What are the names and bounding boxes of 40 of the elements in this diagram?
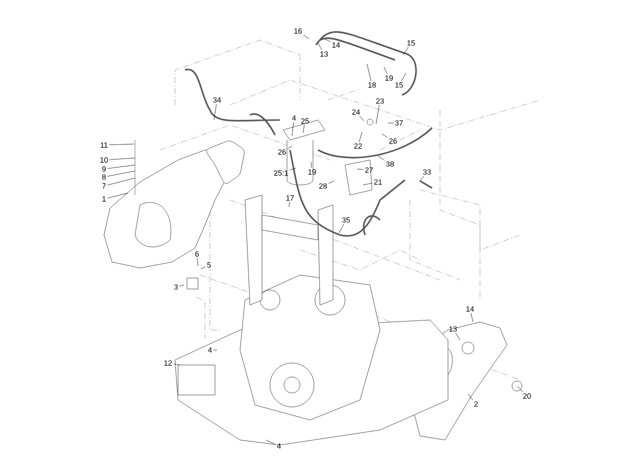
leader-line — [378, 156, 385, 160]
leader-line — [356, 168, 364, 170]
leader-line — [288, 202, 290, 208]
leader-line — [107, 164, 136, 169]
leader-line — [290, 168, 296, 170]
leader-line — [358, 132, 362, 142]
leader-line — [292, 122, 294, 136]
leader-line — [402, 46, 409, 56]
leader-line — [179, 284, 184, 286]
leader-line — [109, 144, 134, 146]
leader-line — [302, 124, 305, 134]
leader-line — [401, 72, 406, 82]
leader-line — [382, 134, 388, 138]
leader-line — [388, 122, 394, 124]
leader-line — [287, 146, 292, 149]
leader-line — [338, 224, 344, 234]
leader-line — [468, 394, 473, 400]
leader-line — [376, 104, 380, 124]
leader-line — [420, 176, 424, 182]
leader-line — [470, 312, 474, 322]
leader-line — [328, 180, 334, 184]
leader-line — [318, 42, 322, 50]
leader-line — [266, 440, 276, 445]
leader-line — [455, 332, 460, 340]
leader-line — [362, 182, 373, 186]
leader-line — [107, 178, 136, 186]
leader-line — [107, 192, 128, 198]
leader-line — [107, 170, 136, 177]
leader-line — [109, 158, 136, 160]
leader-line — [197, 258, 198, 266]
leader-line — [384, 66, 388, 74]
leader-line — [324, 38, 331, 42]
leader-line — [516, 386, 524, 392]
leader-line — [310, 162, 312, 168]
leader-line — [359, 116, 364, 122]
leader-line — [303, 34, 310, 40]
leader-line — [173, 364, 180, 366]
leader-line — [200, 266, 206, 270]
leader-line — [366, 64, 372, 82]
leader-line — [214, 104, 217, 120]
